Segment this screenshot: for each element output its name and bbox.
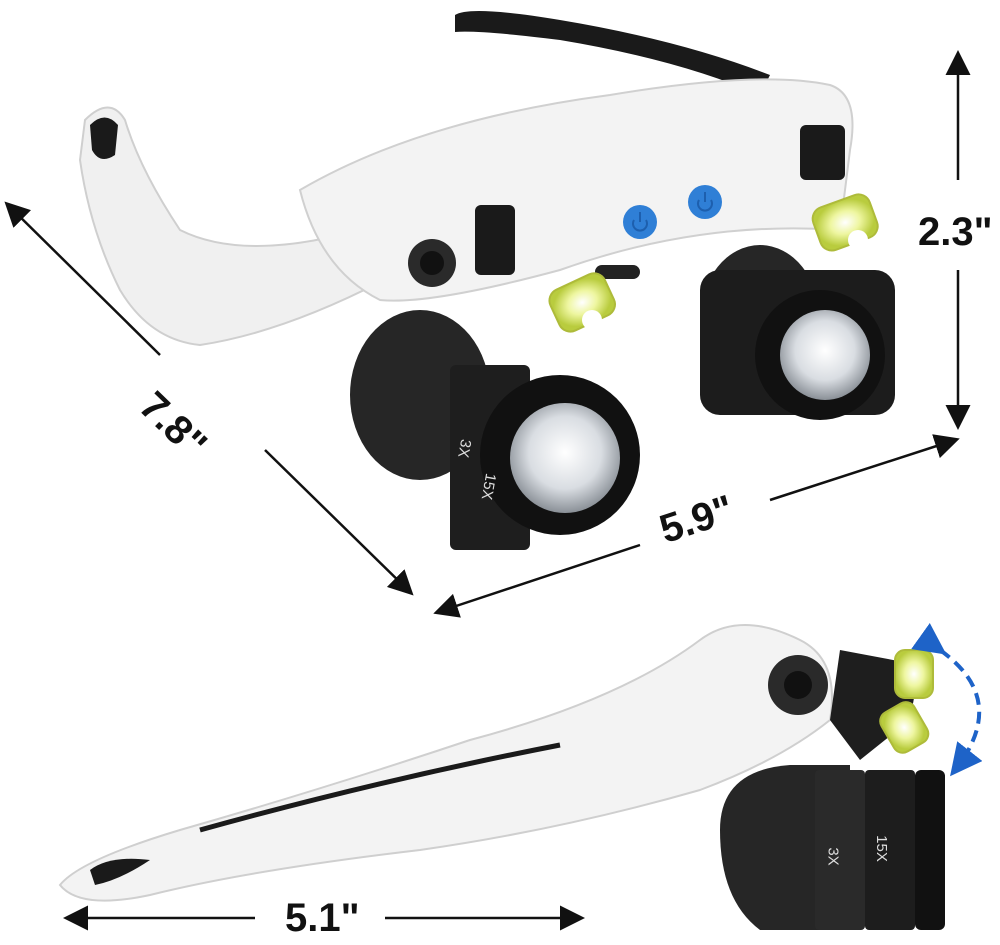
lens-mark-3x-front: 3X bbox=[454, 437, 475, 460]
lens-mark-3x-side: 3X bbox=[824, 847, 842, 866]
dimension-lines bbox=[4, 50, 971, 931]
dimension-height-label: 2.3" bbox=[918, 210, 993, 254]
led-light-icon bbox=[548, 193, 879, 333]
lens-mark-15x-side: 15X bbox=[872, 835, 890, 862]
rotation-arrow-icon bbox=[911, 623, 983, 777]
dimension-side-length-label: 5.1" bbox=[285, 896, 360, 940]
usb-c-port bbox=[595, 265, 640, 279]
